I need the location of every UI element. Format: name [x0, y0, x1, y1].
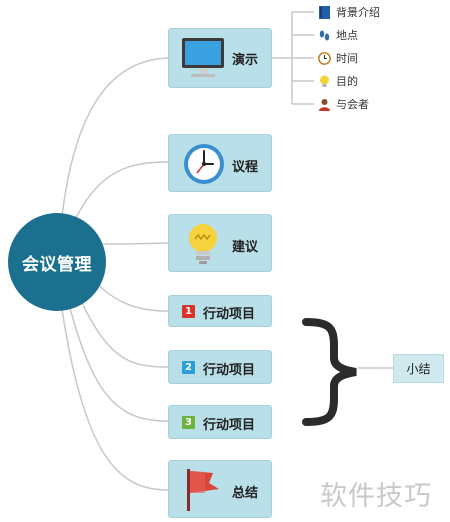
summary-topic-label: 小结 — [406, 362, 431, 376]
summary-topic[interactable]: 小结 — [393, 354, 444, 383]
topic-agenda[interactable]: 议程 — [168, 134, 272, 192]
subtopic-background[interactable]: 背景介绍 — [318, 4, 380, 20]
topic-demo[interactable]: 演示 — [168, 28, 272, 88]
subtopic-attendees[interactable]: 与会者 — [318, 96, 369, 112]
clock-icon — [184, 144, 224, 184]
number-2-icon: 2 — [182, 361, 195, 374]
subtopic-location[interactable]: 地点 — [318, 27, 358, 43]
person-icon — [319, 98, 330, 111]
topic-summary-label: 总结 — [232, 486, 259, 501]
topic-suggestion-label: 建议 — [232, 240, 259, 255]
topic-summary[interactable]: 总结 — [168, 460, 272, 518]
watermark-text: 软件技巧 — [320, 481, 432, 512]
link-suggest — [94, 242, 169, 245]
topic-demo-label: 演示 — [232, 53, 259, 68]
topic-suggestion[interactable]: 建议 — [168, 214, 272, 272]
topic-agenda-label: 议程 — [232, 160, 259, 175]
subtopic-time[interactable]: 时间 — [318, 50, 358, 66]
link-item2 — [81, 302, 169, 368]
curly-brace — [302, 318, 357, 426]
flag-icon — [187, 469, 219, 511]
central-topic[interactable]: 会议管理 — [8, 213, 106, 311]
topic-action-item-3[interactable]: 3 行动项目 — [168, 405, 272, 439]
subtopic-purpose-label: 目的 — [336, 75, 358, 88]
footprints-icon — [319, 30, 330, 40]
subtopic-purpose[interactable]: 目的 — [318, 73, 358, 89]
book-icon — [319, 5, 330, 19]
link-demo — [61, 57, 169, 217]
subtopic-location-label: 地点 — [336, 29, 358, 42]
clock-icon — [318, 51, 331, 65]
lightbulb-icon — [189, 224, 217, 264]
number-1-icon: 1 — [182, 305, 195, 318]
subtopic-time-label: 时间 — [336, 52, 358, 65]
subtopic-attendees-label: 与会者 — [336, 98, 369, 111]
topic-action-item-1-label: 行动项目 — [203, 307, 256, 322]
topic-action-item-3-label: 行动项目 — [203, 418, 256, 433]
topic-action-item-2[interactable]: 2 行动项目 — [168, 350, 272, 384]
monitor-icon — [182, 38, 224, 77]
link-item3 — [69, 307, 169, 422]
link-summary — [61, 308, 169, 491]
subtopic-background-label: 背景介绍 — [336, 6, 380, 19]
topic-action-item-2-label: 行动项目 — [203, 363, 256, 378]
topic-action-item-1[interactable]: 1 行动项目 — [168, 295, 272, 327]
link-demo-children — [272, 11, 314, 105]
lightbulb-icon — [320, 75, 329, 87]
link-agenda — [75, 161, 169, 219]
link-item1 — [97, 284, 169, 312]
number-3-icon: 3 — [182, 416, 195, 429]
central-topic-label: 会议管理 — [22, 254, 92, 275]
